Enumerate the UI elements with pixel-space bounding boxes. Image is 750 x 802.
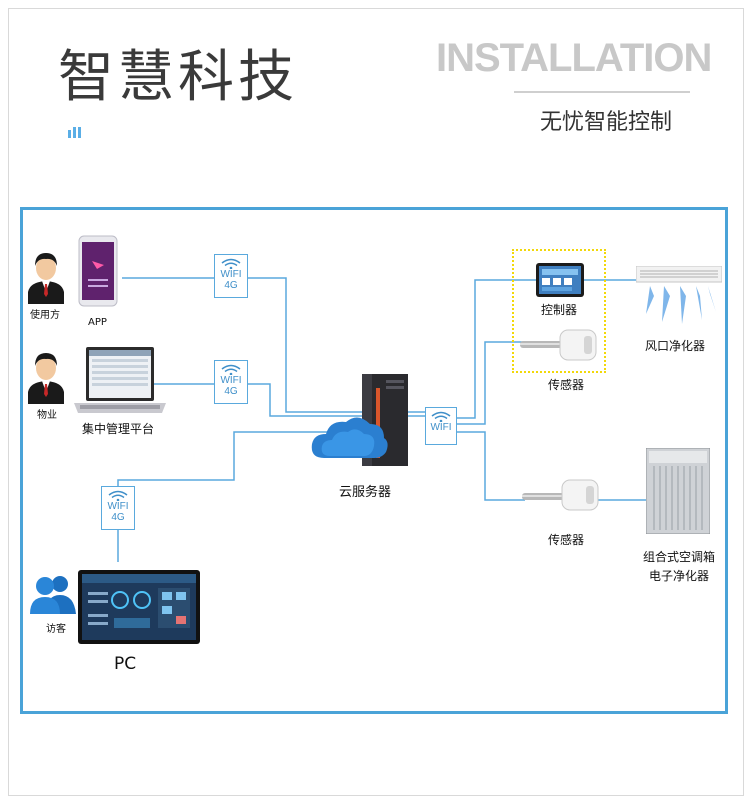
diagram-frame <box>20 207 728 714</box>
bars-icon <box>68 123 83 142</box>
sensor-top-icon <box>520 329 597 361</box>
wifi-icon <box>108 490 128 501</box>
link-platform <box>154 383 425 417</box>
wifi-text: WIFI <box>220 269 242 280</box>
controller-label: 控制器 <box>541 303 578 317</box>
4g-text: 4G <box>111 512 125 523</box>
pc-panel-icon <box>78 570 200 644</box>
user-label: 使用方 <box>30 310 60 321</box>
app-label: APP <box>88 317 107 328</box>
wifi-text: WIFI <box>220 375 242 386</box>
outlet-purifier-label: 风口净化器 <box>645 339 706 353</box>
link-pc <box>117 431 330 562</box>
wifi-icon <box>221 258 241 269</box>
platform-label: 集中管理平台 <box>82 422 155 436</box>
wifi-icon <box>431 411 451 422</box>
wifi-icon <box>221 364 241 375</box>
wifi-badge-server: WIFI <box>425 407 457 445</box>
wifi-4g-badge-platform: WIFI 4G <box>214 360 248 404</box>
4g-text: 4G <box>224 280 238 291</box>
ahu-purifier-icon <box>646 448 710 534</box>
cloud-server-icon <box>311 374 408 466</box>
link-sensor-top <box>455 341 525 425</box>
sensor-bottom-icon <box>522 479 599 511</box>
page-title: 智慧科技 <box>58 45 298 110</box>
pc-label: PC <box>114 654 137 674</box>
smartphone-icon <box>78 235 118 307</box>
4g-text: 4G <box>224 386 238 397</box>
server-label: 云服务器 <box>339 485 392 500</box>
title-divider <box>514 91 690 93</box>
wifi-text: WIFI <box>107 501 129 512</box>
property-person-icon <box>28 353 64 404</box>
controller-icon <box>536 263 584 297</box>
wifi-text: WIFI <box>430 422 452 433</box>
wifi-4g-badge-app: WIFI 4G <box>214 254 248 298</box>
link-app <box>122 277 425 413</box>
controller-highlight <box>512 249 606 373</box>
visitor-label: 访客 <box>46 624 66 635</box>
ahu-label-line2: 电子净化器 <box>649 569 710 583</box>
wifi-4g-badge-pc: WIFI 4G <box>101 486 135 530</box>
page-subtitle: 无忧智能控制 <box>540 110 673 135</box>
user-person-icon <box>28 253 64 304</box>
page-title-en: INSTALLATION <box>436 36 712 80</box>
laptop-icon <box>74 347 166 413</box>
ahu-label-line1: 组合式空调箱 <box>643 550 716 564</box>
visitor-icon <box>30 576 76 614</box>
property-label: 物业 <box>37 410 57 421</box>
sensor-top-label: 传感器 <box>548 378 585 392</box>
link-sensor-bottom <box>455 431 525 501</box>
sensor-bottom-label: 传感器 <box>548 533 585 547</box>
outlet-purifier-icon <box>636 266 722 324</box>
